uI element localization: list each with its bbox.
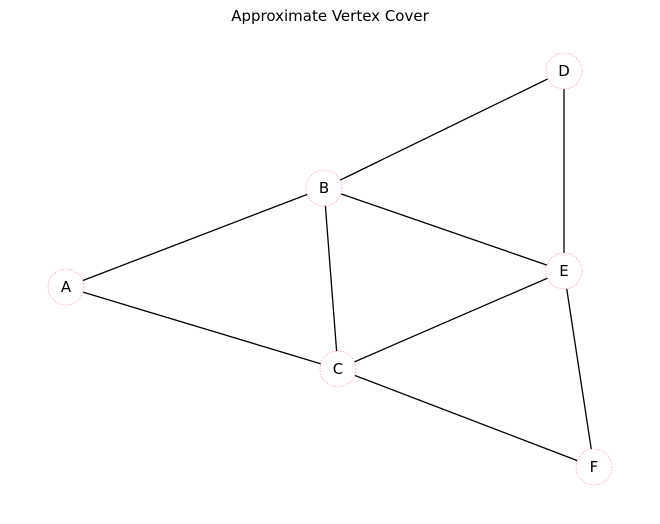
node-e: E bbox=[545, 252, 583, 290]
node-label-c: C bbox=[333, 360, 343, 378]
node-label-b: B bbox=[319, 179, 329, 197]
node-circle-a bbox=[47, 268, 85, 306]
edge-a-c bbox=[65, 286, 339, 370]
node-label-e: E bbox=[559, 262, 568, 280]
node-circle-c bbox=[319, 350, 357, 388]
edge-b-e bbox=[323, 187, 565, 272]
node-circle-f bbox=[575, 448, 613, 486]
nodes-layer: A B C D E F bbox=[47, 52, 613, 486]
node-label-d: D bbox=[558, 62, 570, 80]
edge-b-c bbox=[323, 187, 339, 370]
node-label-f: F bbox=[590, 458, 599, 476]
node-circle-e bbox=[545, 252, 583, 290]
edge-a-b bbox=[65, 187, 325, 288]
edge-c-f bbox=[337, 368, 595, 468]
node-circle-d bbox=[545, 52, 583, 90]
node-d: D bbox=[545, 52, 583, 90]
node-b: B bbox=[305, 169, 343, 207]
node-c: C bbox=[319, 350, 357, 388]
edge-e-f bbox=[563, 270, 595, 468]
edges-layer bbox=[65, 70, 595, 468]
edge-b-d bbox=[323, 70, 565, 189]
node-f: F bbox=[575, 448, 613, 486]
node-label-a: A bbox=[61, 278, 72, 296]
node-circle-b bbox=[305, 169, 343, 207]
edge-c-e bbox=[337, 270, 565, 370]
node-a: A bbox=[47, 268, 85, 306]
figure-title: Approximate Vertex Cover bbox=[231, 7, 429, 25]
